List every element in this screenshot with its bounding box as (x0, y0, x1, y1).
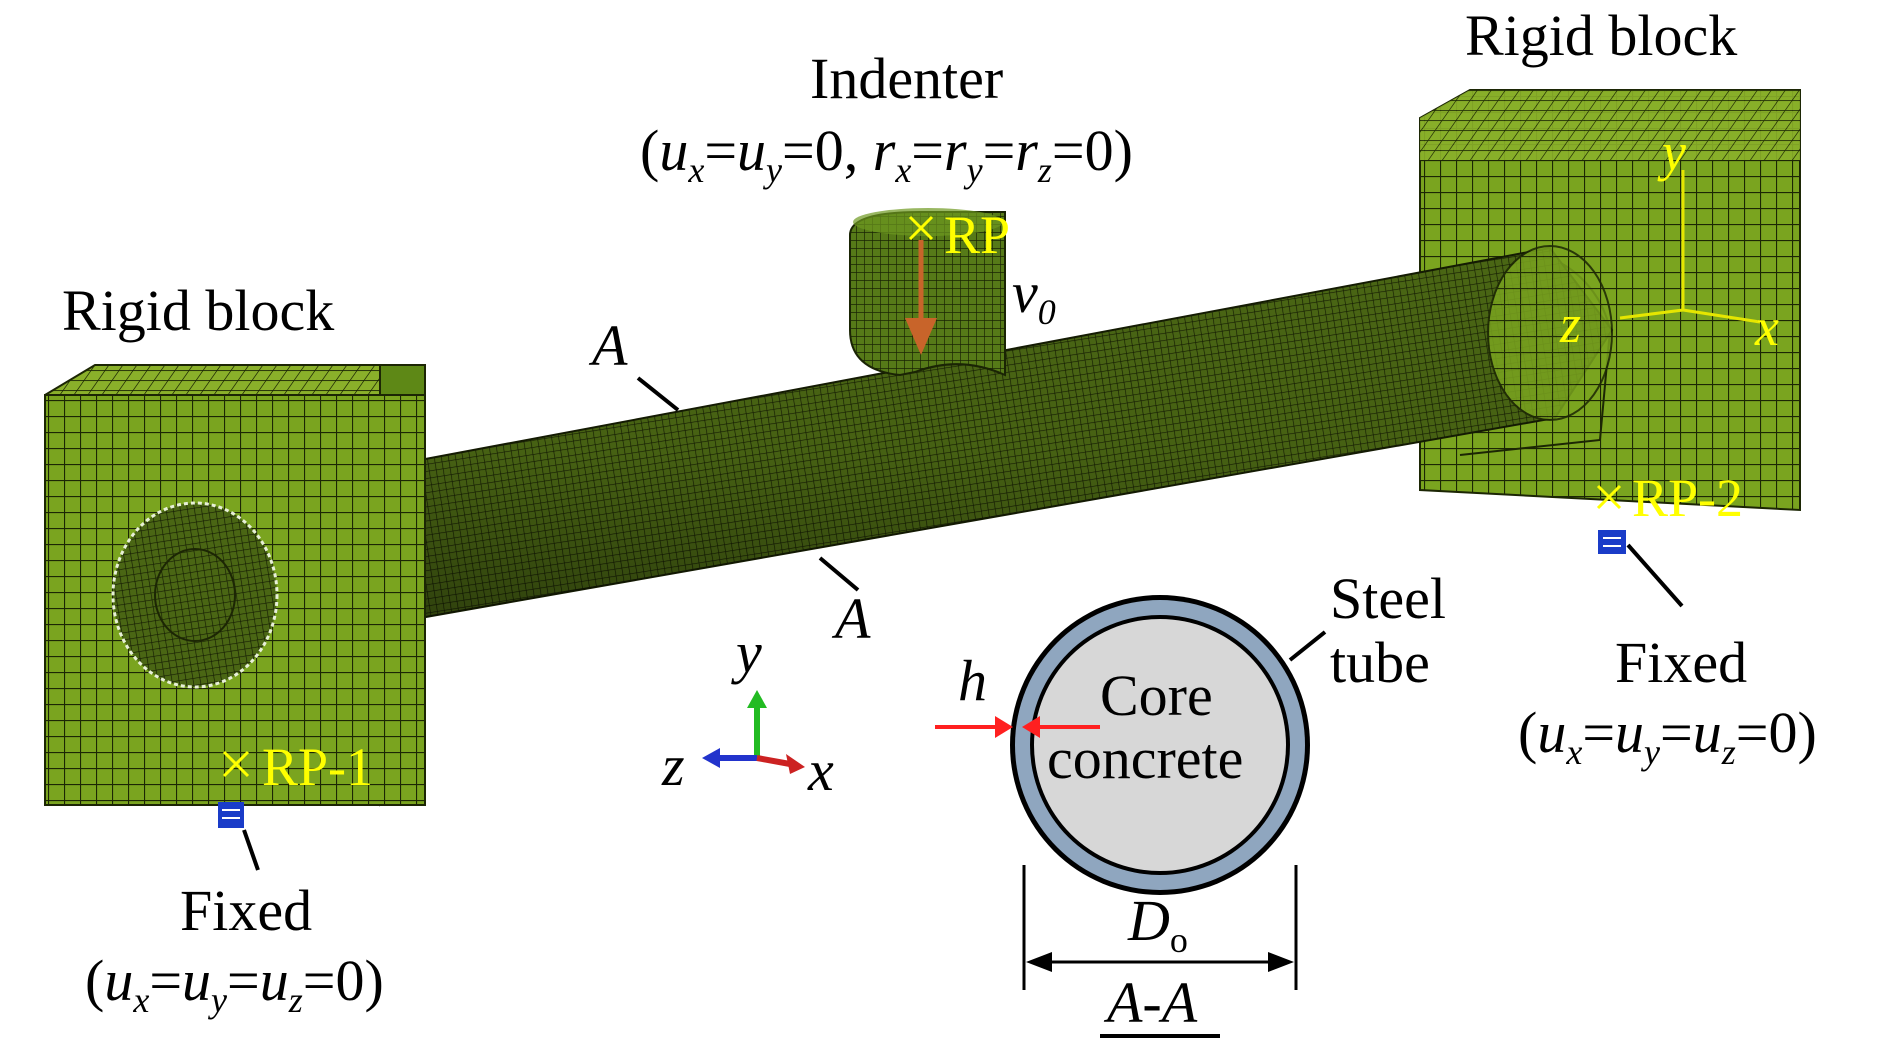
core-label-2: concrete (1047, 726, 1243, 791)
core-label-1: Core (1100, 663, 1213, 728)
fixed-right-label: Fixed (1615, 630, 1747, 695)
fixed-support-left (218, 802, 260, 871)
velocity-label: v0 (1012, 260, 1056, 332)
svg-text:A: A (831, 586, 871, 651)
fixed-left-label: Fixed (180, 878, 312, 943)
diameter-label: Do (1127, 888, 1188, 960)
svg-text:Steel: Steel (1330, 566, 1446, 631)
section-title: A-A (1100, 970, 1220, 1038)
cross-section: Core concrete (1010, 595, 1310, 895)
fixed-support-right (1598, 530, 1684, 608)
indenter-label: Indenter (810, 46, 1003, 111)
local-axes: y z x (1559, 122, 1779, 357)
section-mark-top: A (588, 313, 680, 412)
rigid-block-left-label: Rigid block (62, 278, 334, 343)
section-mark-bottom: A (818, 556, 871, 651)
svg-text:z: z (661, 733, 685, 798)
svg-text:y: y (731, 620, 762, 685)
rp2-reference-point: RP-2 (1596, 468, 1743, 528)
velocity-arrow (905, 240, 937, 355)
svg-text:y: y (1657, 122, 1686, 182)
steel-tube-callout: Steel tube (1288, 566, 1446, 695)
indenter-reference-point: RP (908, 205, 1010, 265)
svg-text:x: x (807, 738, 834, 803)
left-rigid-block (44, 364, 426, 807)
thickness-indicator: h (935, 648, 1100, 738)
rigid-block-right-label: Rigid block (1465, 3, 1737, 68)
steel-tube-beam (419, 245, 1614, 620)
global-axes-triad: y z x (661, 620, 834, 803)
svg-text:RP-2: RP-2 (1632, 468, 1743, 528)
svg-text:tube: tube (1330, 630, 1430, 695)
core-concrete-disk (1034, 619, 1286, 871)
svg-text:h: h (958, 648, 987, 713)
fixed-left-boundary-condition: (ux=uy=uz=0) (85, 948, 384, 1020)
rp1-reference-point: RP-1 (222, 737, 373, 797)
indenter-boundary-condition: (ux=uy=0, rx=ry=rz=0) (640, 118, 1133, 190)
svg-text:A-A: A-A (1103, 970, 1198, 1035)
svg-text:z: z (1559, 294, 1581, 354)
fixed-right-boundary-condition: (ux=uy=uz=0) (1518, 700, 1817, 772)
diameter-dimension: Do (1022, 865, 1298, 990)
svg-text:x: x (1754, 297, 1779, 357)
rp-label: RP (944, 205, 1010, 265)
svg-text:A: A (588, 313, 628, 378)
svg-text:RP-1: RP-1 (262, 737, 373, 797)
